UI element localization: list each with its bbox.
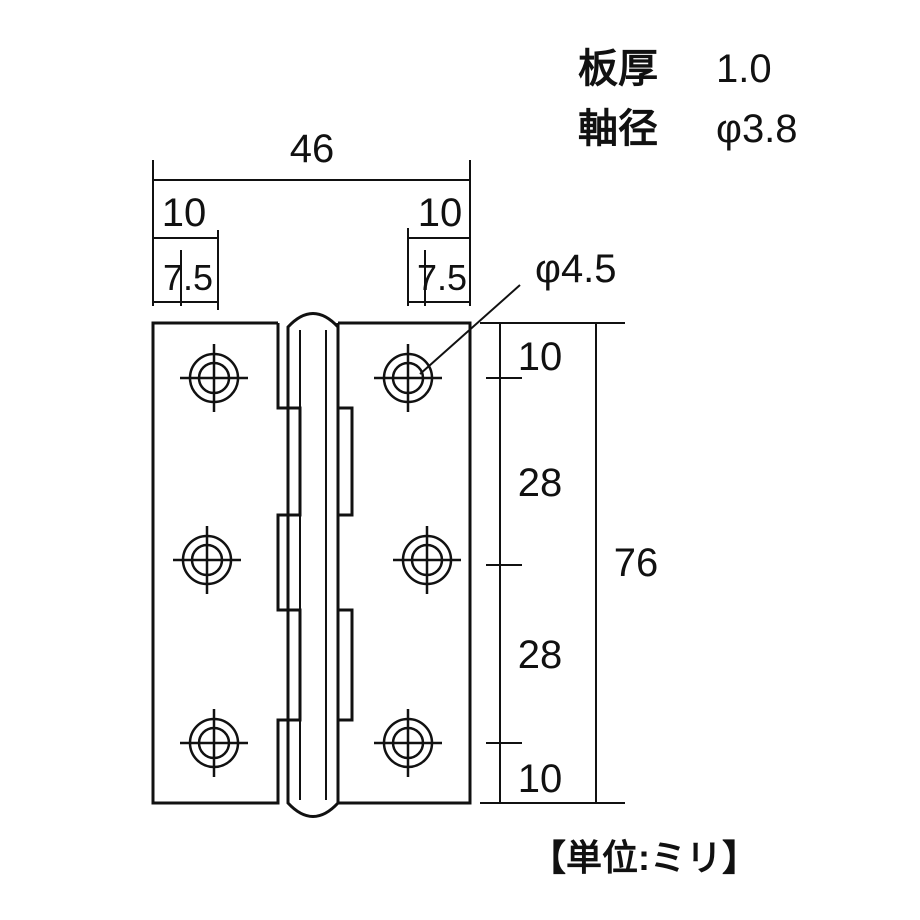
dim-left-inner: 7.5 [163,257,213,298]
hole-left-middle [173,526,241,594]
left-leaf-outline [151,321,302,805]
axis-diameter-label: 軸径 [578,107,658,151]
screw-holes [173,344,461,777]
dim-overall-height: 76 [614,541,659,585]
dim-hole-diameter: φ4.5 [535,247,617,291]
dim-spacing-upper: 28 [518,461,563,505]
plate-thickness-label: 板厚 [578,47,658,91]
dim-overall-width: 46 [290,127,335,171]
dim-left-edge-to-hole: 10 [162,191,207,235]
hole-right-middle [393,526,461,594]
hole-left-top [180,344,248,412]
plate-thickness-value: 1.0 [716,47,772,91]
right-dimension-lines [480,322,625,804]
dim-top-offset: 10 [518,335,563,379]
hinge-knuckle [286,312,340,818]
dim-right-edge-to-hole: 10 [418,191,463,235]
unit-note: 【単位:ミリ】 [530,837,758,878]
top-dimension-lines [152,160,521,375]
dim-bottom-offset: 10 [518,757,563,801]
dim-right-inner: 7.5 [417,257,467,298]
right-leaf-outline [336,321,472,805]
hole-right-bottom [374,709,442,777]
hole-right-top [374,344,442,412]
axis-diameter-value: φ3.8 [716,107,798,151]
dim-spacing-lower: 28 [518,633,563,677]
hole-left-bottom [180,709,248,777]
